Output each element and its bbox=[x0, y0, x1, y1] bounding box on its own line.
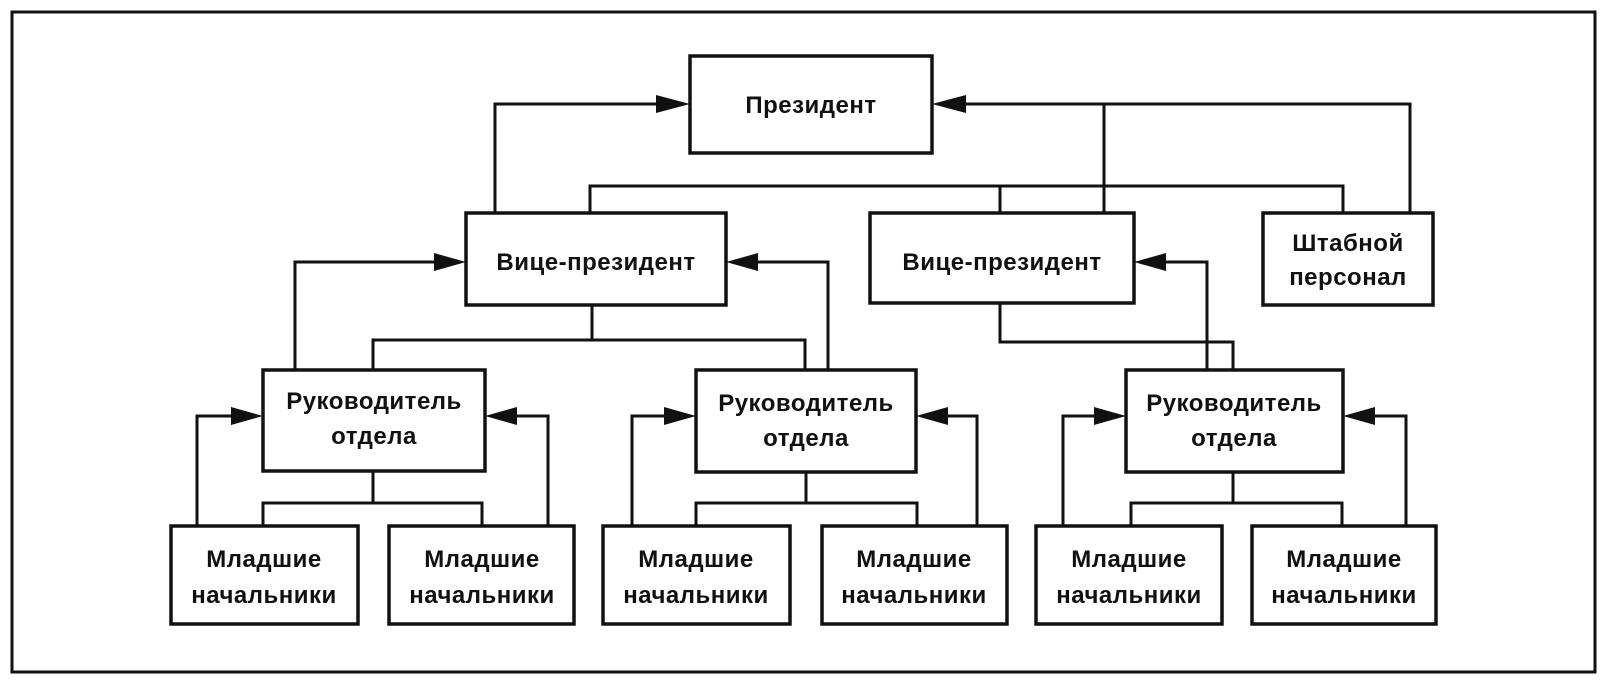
head1-box bbox=[261, 368, 487, 473]
arrowhead-into-head2-left bbox=[664, 407, 696, 425]
head1-label-line2: отдела bbox=[331, 423, 417, 450]
node-head3: Руководитель отдела bbox=[1124, 368, 1345, 474]
head3-label-line1: Руководитель bbox=[1146, 390, 1322, 417]
vp2-box bbox=[868, 211, 1136, 305]
staff-box bbox=[1261, 211, 1435, 307]
connector-head1-to-juniors bbox=[261, 471, 484, 526]
outer-frame bbox=[10, 10, 1597, 674]
connector-vp1-to-heads bbox=[371, 305, 807, 370]
node-junior4: Младшие начальники bbox=[820, 524, 1009, 626]
arrowhead-into-vp1-right bbox=[726, 253, 758, 271]
feedback-vp1-to-president bbox=[493, 102, 660, 213]
node-junior6: Младшие начальники bbox=[1250, 524, 1438, 626]
head2-label-line1: Руководитель bbox=[718, 390, 894, 417]
vp1-box bbox=[464, 211, 728, 307]
junior3-label-line1: Младшие bbox=[638, 546, 753, 573]
junior2-label-line2: начальники bbox=[409, 582, 555, 609]
node-head2: Руководитель отдела bbox=[694, 368, 918, 474]
junior3-label-line2: начальники bbox=[623, 582, 769, 609]
connector-head2-to-juniors bbox=[694, 472, 919, 526]
staff-label-line2: персонал bbox=[1289, 264, 1407, 291]
feedback-junior2-to-head1 bbox=[498, 414, 550, 526]
feedback-junior1-to-head1 bbox=[195, 414, 250, 526]
junior4-box bbox=[820, 524, 1009, 626]
arrowhead-into-head3-right bbox=[1343, 407, 1375, 425]
junior6-label-line1: Младшие bbox=[1286, 546, 1401, 573]
feedback-vp2-staff-to-president bbox=[950, 102, 1412, 213]
node-junior5: Младшие начальники bbox=[1034, 524, 1224, 626]
connector-head3-to-juniors bbox=[1129, 472, 1344, 526]
feedback-junior3-to-head2 bbox=[630, 414, 682, 526]
head1-label-line1: Руководитель bbox=[286, 388, 462, 415]
head3-label-line2: отдела bbox=[1191, 425, 1277, 452]
feedback-junior4-to-head2 bbox=[930, 414, 979, 526]
arrowhead-into-vp2-right bbox=[1134, 253, 1166, 271]
arrowhead-into-vp1-left bbox=[434, 253, 466, 271]
junior1-box bbox=[169, 524, 360, 626]
staff-label-line1: Штабной bbox=[1292, 230, 1403, 257]
junior6-label-line2: начальники bbox=[1271, 582, 1417, 609]
connector-president-to-level2 bbox=[588, 184, 1345, 213]
arrowhead-into-head2-right bbox=[916, 407, 948, 425]
junior3-box bbox=[601, 524, 792, 626]
arrowhead-into-head1-right bbox=[485, 407, 517, 425]
head2-label-line2: отдела bbox=[763, 425, 849, 452]
arrowhead-into-president-left bbox=[656, 95, 690, 113]
junior2-box bbox=[387, 524, 576, 626]
feedback-head3-to-vp2 bbox=[1148, 260, 1209, 370]
node-head1: Руководитель отдела bbox=[261, 368, 487, 473]
feedback-junior6-to-head3 bbox=[1357, 414, 1408, 526]
feedback-junior5-to-head3 bbox=[1061, 414, 1112, 526]
president-label: Президент bbox=[745, 92, 876, 119]
hierarchy-connectors bbox=[261, 184, 1345, 526]
junior2-label-line1: Младшие bbox=[424, 546, 539, 573]
node-president: Президент bbox=[688, 54, 934, 155]
vp2-label: Вице-президент bbox=[902, 249, 1101, 276]
vp1-label: Вице-президент bbox=[496, 249, 695, 276]
president-box bbox=[688, 54, 934, 155]
head3-box bbox=[1124, 368, 1345, 474]
arrowhead-into-head3-left bbox=[1094, 407, 1126, 425]
node-vp1: Вице-президент bbox=[464, 211, 728, 307]
node-vp2: Вице-президент bbox=[868, 211, 1136, 305]
junior6-box bbox=[1250, 524, 1438, 626]
junior1-label-line2: начальники bbox=[191, 582, 337, 609]
arrowheads bbox=[231, 95, 1375, 425]
junior5-label-line1: Младшие bbox=[1071, 546, 1186, 573]
junior5-box bbox=[1034, 524, 1224, 626]
node-junior3: Младшие начальники bbox=[601, 524, 792, 626]
head2-box bbox=[694, 368, 918, 474]
node-junior2: Младшие начальники bbox=[387, 524, 576, 626]
node-staff: Штабной персонал bbox=[1261, 211, 1435, 307]
junior4-label-line1: Младшие bbox=[856, 546, 971, 573]
junior5-label-line2: начальники bbox=[1056, 582, 1202, 609]
connector-vp2-to-head3 bbox=[998, 303, 1235, 370]
junior1-label-line1: Младшие bbox=[206, 546, 321, 573]
arrowhead-into-president-right bbox=[932, 95, 966, 113]
feedback-head1-to-vp1 bbox=[293, 260, 448, 370]
feedback-head2-to-vp1 bbox=[740, 260, 830, 370]
arrowhead-into-head1-left bbox=[231, 407, 263, 425]
junior4-label-line2: начальники bbox=[841, 582, 987, 609]
node-junior1: Младшие начальники bbox=[169, 524, 360, 626]
